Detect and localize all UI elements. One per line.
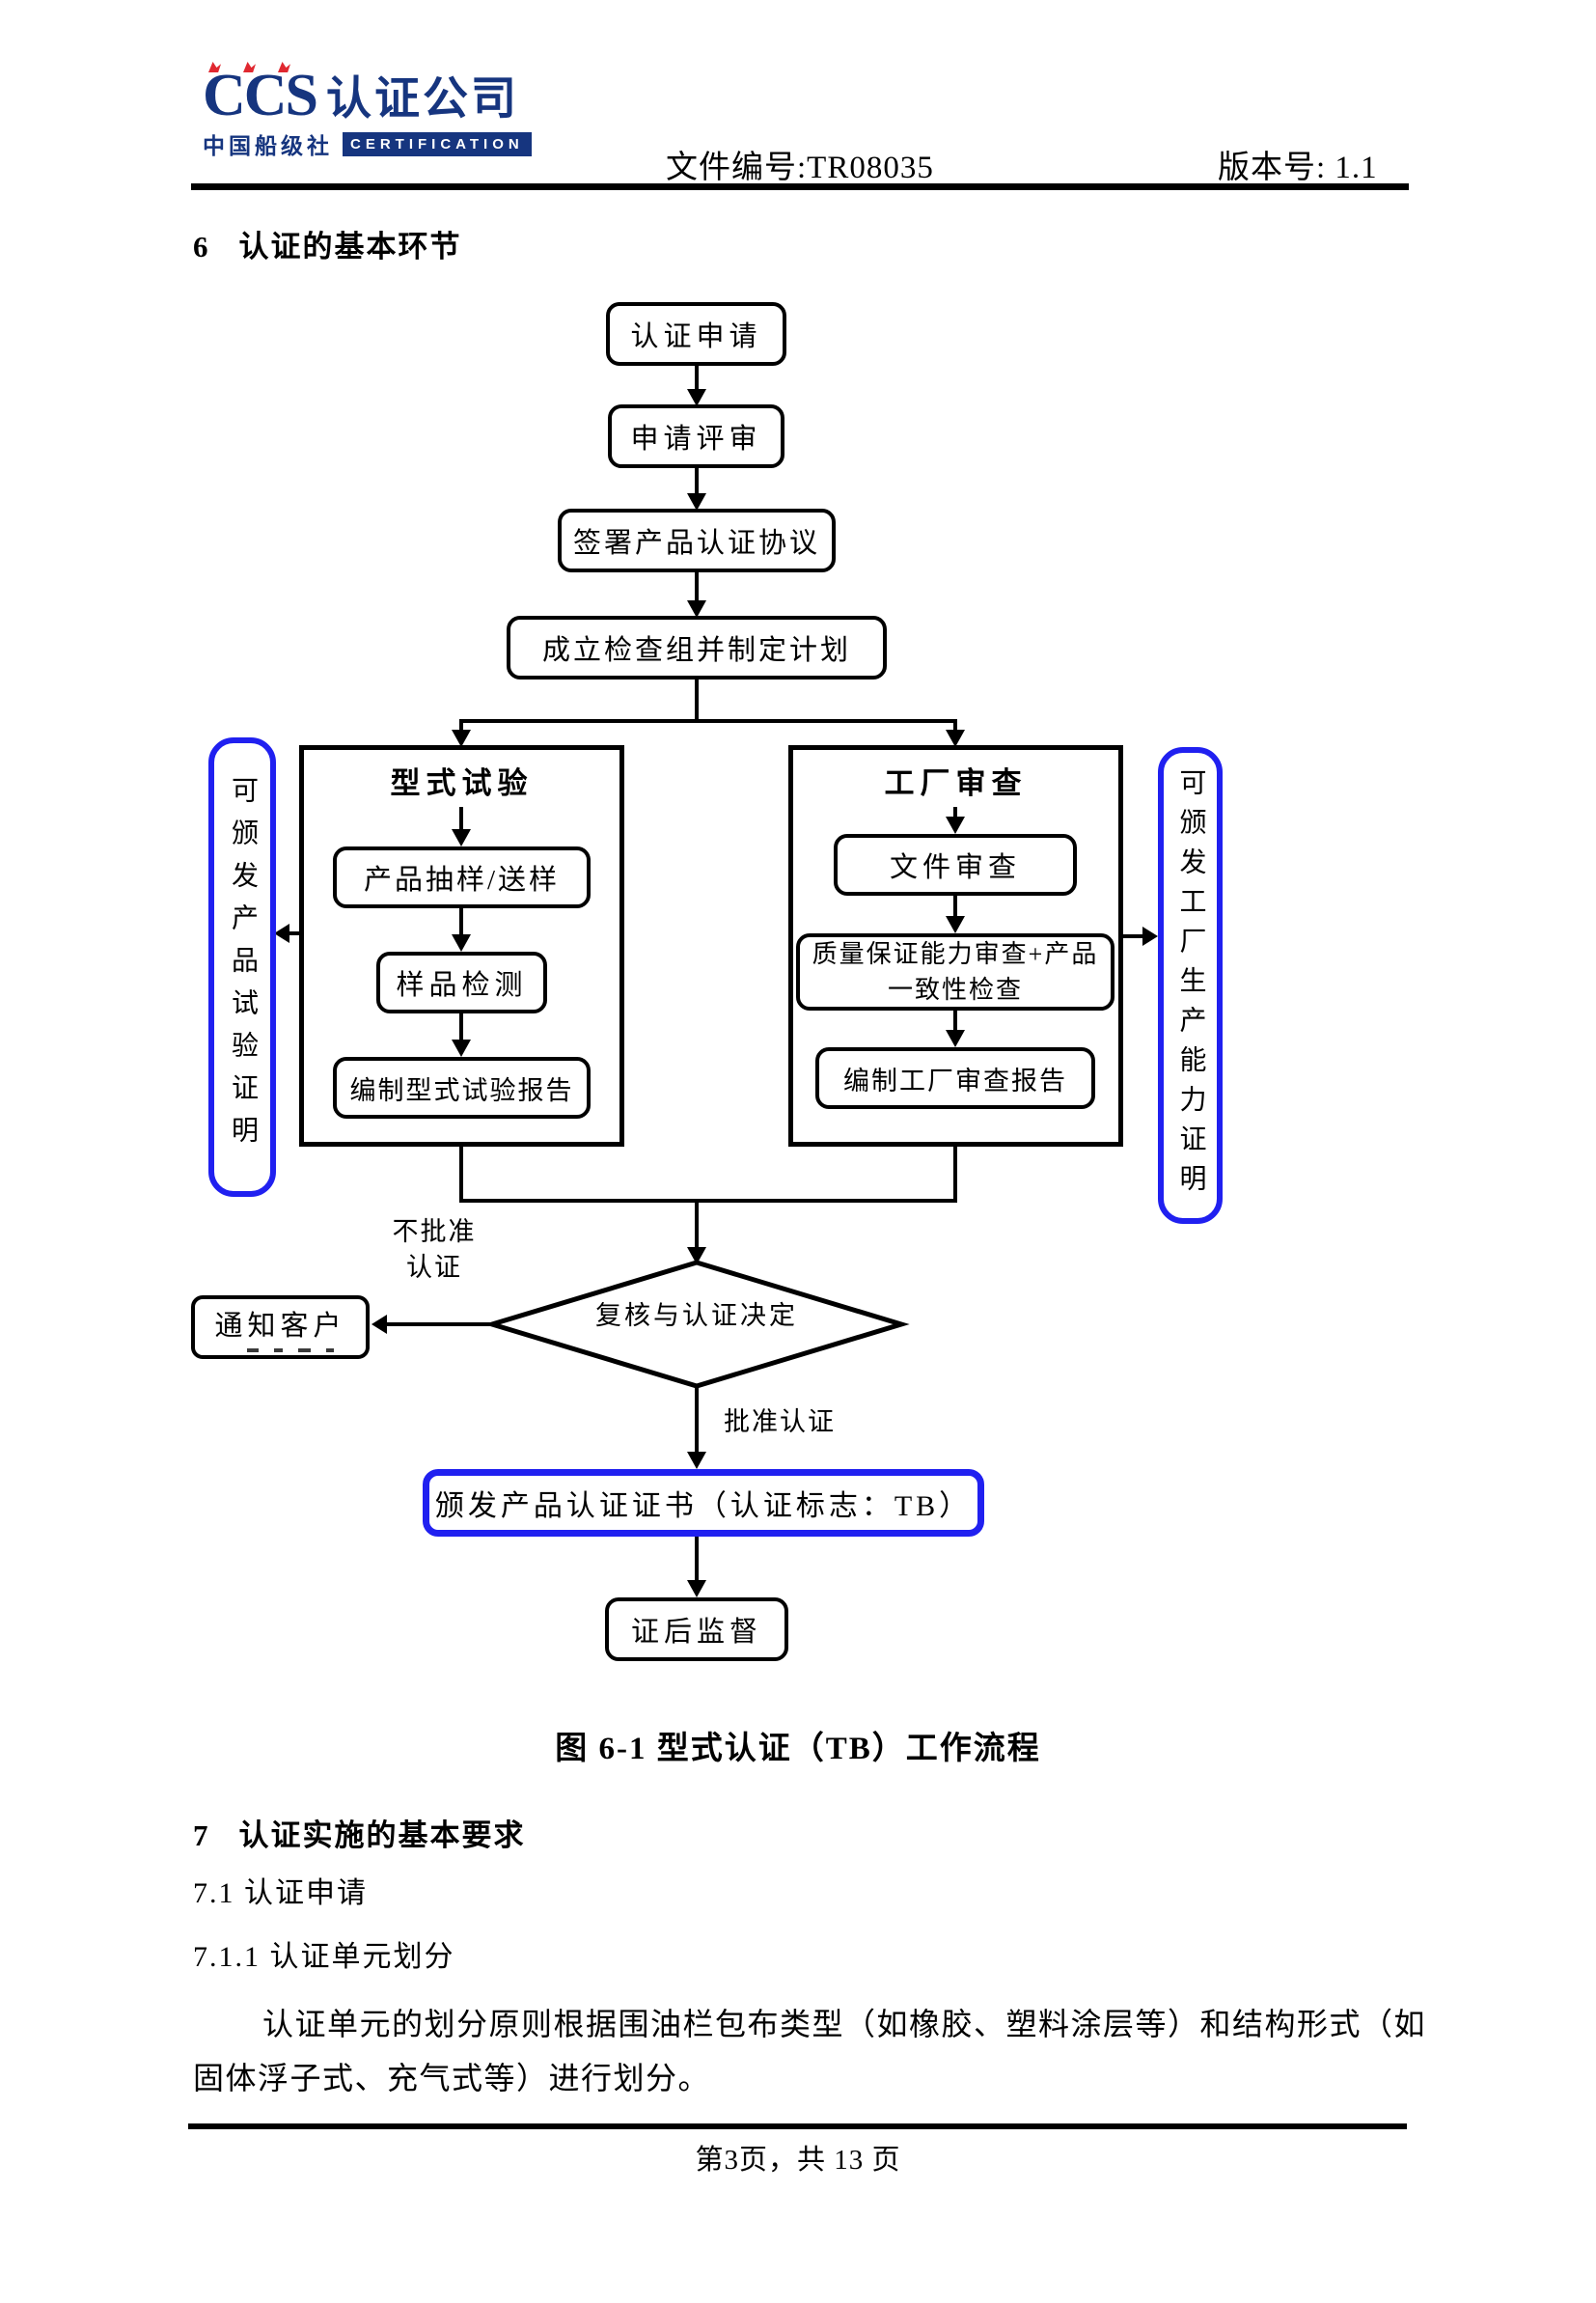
notify-client-text: 通知客户 (214, 1311, 346, 1342)
figure-caption: 图 6-1 型式认证（TB）工作流程 (555, 1732, 1041, 1766)
flow-node-issue-certificate: 颁发产品认证证书（认证标志：TB） (423, 1469, 984, 1537)
section-7-1-heading: 7.1 认证申请 (193, 1877, 368, 1909)
section-6-title: 认证的基本环节 (238, 230, 462, 264)
reject-label-line2: 认证 (406, 1253, 462, 1282)
type-test-container (299, 745, 624, 1147)
logo-flame-icon (208, 62, 221, 72)
left-certificate-text: 可颁发产品试验证明 (228, 776, 258, 1158)
logo-certification-bar: CERTIFICATION (343, 131, 532, 156)
logo-cn-text: 中国船级社 (203, 134, 333, 158)
header-rule (191, 183, 1409, 190)
clipped-text-fragments (234, 1348, 346, 1352)
flow-node-sample-test: 样品检测 (376, 952, 547, 1013)
flow-node-review: 申请评审 (608, 404, 784, 468)
left-certificate-box: 可颁发产品试验证明 (208, 737, 276, 1197)
flow-node-factory-report: 编制工厂审查报告 (815, 1047, 1095, 1109)
flow-node-doc-review: 文件审查 (834, 834, 1077, 896)
paragraph-line-2: 固体浮子式、充气式等）进行划分。 (193, 2061, 711, 2095)
logo-ccs-text: CCS (203, 63, 318, 128)
logo-flame-icon (278, 62, 290, 72)
qa-check-line2: 一致性检查 (887, 976, 1023, 1004)
flow-node-qa-check: 质量保证能力审查+产品 一致性检查 (796, 933, 1114, 1011)
flow-node-sign-agreement: 签署产品认证协议 (558, 509, 836, 572)
ccs-logo-letters: CCS (203, 62, 318, 125)
type-test-title: 型式试验 (390, 766, 534, 800)
decision-diamond-label: 复核与认证决定 (595, 1300, 798, 1330)
logo-flame-icon (243, 62, 256, 72)
section-7-1-1-heading: 7.1.1 认证单元划分 (193, 1941, 455, 1973)
approve-label: 批准认证 (724, 1407, 836, 1436)
reject-label: 不批准 认证 (384, 1214, 484, 1286)
logo-company-text: 认证公司 (326, 74, 520, 125)
flow-node-sampling: 产品抽样/送样 (333, 846, 591, 908)
document-number: 文件编号:TR08035 (666, 151, 934, 185)
paragraph-line-1: 认证单元的划分原则根据围油栏包布类型（如橡胶、塑料涂层等）和结构形式（如 (262, 2007, 1427, 2041)
factory-audit-title: 工厂审查 (884, 766, 1028, 800)
section-6-number: 6 (193, 230, 210, 264)
page-number: 第3页，共 13 页 (695, 2145, 901, 2176)
section-7-heading: 7 认证实施的基本要求 (193, 1811, 526, 1854)
flow-node-form-team: 成立检查组并制定计划 (507, 616, 887, 680)
reject-label-line1: 不批准 (392, 1217, 477, 1246)
section-7-number: 7 (193, 1818, 210, 1852)
factory-audit-container (788, 745, 1123, 1147)
flow-node-notify-client: 通知客户 (191, 1295, 370, 1359)
right-certificate-text: 可颁发工厂生产能力证明 (1175, 767, 1206, 1204)
flow-node-supervision: 证后监督 (605, 1597, 788, 1661)
ccs-logo: CCS 认证公司 中国船级社 CERTIFICATION (203, 62, 532, 160)
footer-rule (188, 2123, 1407, 2129)
section-6-heading: 6 认证的基本环节 (193, 222, 462, 265)
qa-check-line1: 质量保证能力审查+产品 (812, 940, 1099, 968)
version-number: 版本号: 1.1 (1218, 151, 1378, 185)
flow-node-type-report: 编制型式试验报告 (333, 1057, 591, 1119)
flow-node-apply: 认证申请 (606, 302, 786, 366)
right-certificate-box: 可颁发工厂生产能力证明 (1158, 747, 1223, 1224)
section-7-title: 认证实施的基本要求 (238, 1818, 526, 1852)
